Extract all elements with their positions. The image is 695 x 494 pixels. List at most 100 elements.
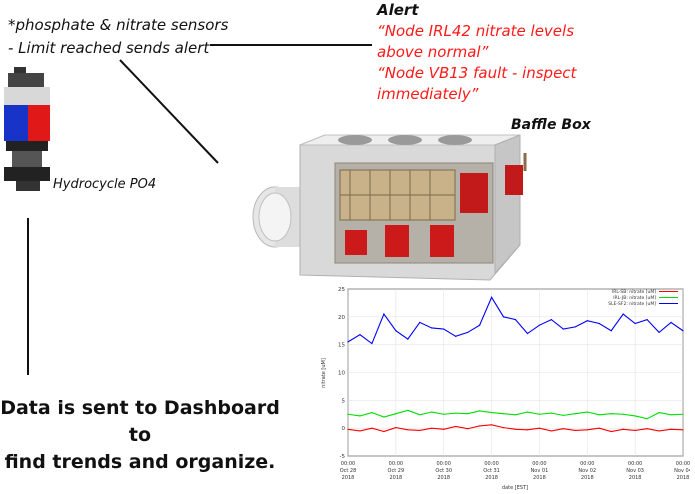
- data-point: [443, 328, 445, 330]
- data-point: [371, 411, 373, 414]
- data-point: [443, 428, 445, 430]
- alert-message: “Node IRL42 nitrate levels: [377, 22, 575, 40]
- data-point: [455, 335, 457, 337]
- data-point: [431, 427, 433, 429]
- x-axis-label: date [EST]: [502, 485, 528, 491]
- data-point: [479, 425, 481, 427]
- data-point: [419, 321, 421, 323]
- chart-legend: IRL-SB: nitrate [uM]IRL-JB: nitrate [uM]…: [608, 289, 678, 307]
- x-tick-label: Oct 28: [340, 468, 357, 474]
- chart-gridlines: [347, 288, 684, 457]
- hydrocycle-label: Hydrocycle PO4: [53, 177, 157, 192]
- data-point: [455, 425, 457, 428]
- data-point: [622, 413, 624, 415]
- data-point: [682, 330, 684, 332]
- legend-label: SLE-SF2: nitrate [uM]: [608, 301, 656, 307]
- data-point: [634, 322, 636, 325]
- dashboard-note-line1: Data is sent to Dashboard to: [0, 397, 280, 446]
- data-point: [658, 430, 660, 432]
- y-tick-label: 25: [338, 287, 345, 293]
- x-tick-label: Nov 03: [626, 468, 644, 474]
- chart-series: [347, 296, 684, 433]
- x-tick-label: Oct 30: [435, 468, 452, 474]
- data-point: [431, 327, 433, 329]
- data-point: [383, 313, 385, 315]
- data-point: [574, 413, 576, 415]
- y-tick-label: 15: [338, 343, 345, 349]
- x-tick-label: 00:00: [437, 461, 451, 467]
- data-point: [395, 413, 397, 415]
- data-point: [347, 413, 349, 415]
- y-axis-label: nitrate [uM]: [321, 358, 327, 388]
- data-point: [622, 428, 624, 430]
- data-point: [467, 413, 469, 415]
- alert-message: “Node VB13 fault - inspect: [377, 64, 577, 82]
- data-point: [610, 413, 612, 415]
- sensor-note-line2: - Limit reached sends alert: [8, 39, 210, 57]
- data-point: [550, 319, 552, 321]
- data-point: [646, 428, 648, 430]
- sensor-note: *phosphate & nitrate sensors - Limit rea…: [8, 14, 228, 60]
- y-tick-label: -5: [340, 454, 346, 460]
- x-tick-label: 2018: [389, 475, 402, 481]
- data-point: [407, 338, 409, 340]
- data-point: [514, 319, 517, 321]
- data-point: [562, 414, 564, 416]
- x-tick-label: 2018: [342, 475, 355, 481]
- data-point: [479, 410, 481, 412]
- x-tick-label: 00:00: [628, 461, 642, 467]
- data-point: [586, 411, 588, 413]
- data-point: [502, 316, 505, 318]
- data-point: [383, 416, 385, 418]
- data-point: [431, 411, 433, 413]
- alert-message: above normal”: [377, 43, 489, 61]
- y-tick-label: 20: [338, 315, 345, 321]
- data-point: [586, 429, 588, 431]
- data-point: [586, 320, 588, 322]
- x-tick-label: Nov 01: [531, 468, 549, 474]
- x-tick-label: 00:00: [676, 461, 690, 467]
- hydrocycle-sensor-image: [4, 67, 50, 191]
- data-point: [359, 430, 361, 432]
- data-point: [670, 428, 672, 430]
- alert-message: immediately”: [377, 85, 479, 103]
- y-tick-label: 0: [342, 426, 346, 432]
- data-point: [395, 427, 397, 429]
- alert-title: Alert: [377, 1, 419, 19]
- data-point: [395, 330, 397, 332]
- data-point: [514, 428, 517, 430]
- data-point: [502, 427, 505, 429]
- data-point: [610, 330, 612, 332]
- data-point: [646, 418, 648, 420]
- data-point: [383, 430, 385, 433]
- data-point: [550, 430, 552, 432]
- y-tick-label: 10: [338, 371, 345, 377]
- data-point: [574, 326, 576, 328]
- data-point: [407, 409, 409, 411]
- x-tick-label: Nov 04: [674, 468, 690, 474]
- data-point: [407, 429, 409, 431]
- data-point: [526, 429, 529, 431]
- dashboard-note-line2: find trends and organize.: [4, 451, 276, 473]
- data-point: [622, 313, 624, 315]
- sensor-note-line1: *phosphate & nitrate sensors: [8, 16, 229, 34]
- x-tick-label: 00:00: [341, 461, 355, 467]
- data-point: [658, 331, 660, 334]
- data-point: [598, 414, 600, 416]
- x-tick-label: Nov 02: [578, 468, 596, 474]
- data-point: [634, 415, 636, 417]
- x-tick-label: 00:00: [484, 461, 498, 467]
- baffle-box-image: [252, 134, 527, 281]
- legend-label: IRL-JB: nitrate [uM]: [613, 295, 656, 301]
- data-point: [502, 413, 505, 415]
- x-tick-label: 2018: [437, 475, 450, 481]
- data-point: [682, 429, 684, 431]
- x-tick-label: 2018: [677, 475, 690, 481]
- dashboard-note: Data is sent to Dashboard to find trends…: [0, 395, 280, 476]
- data-point: [371, 342, 373, 345]
- data-point: [538, 413, 541, 415]
- x-tick-label: 2018: [533, 475, 546, 481]
